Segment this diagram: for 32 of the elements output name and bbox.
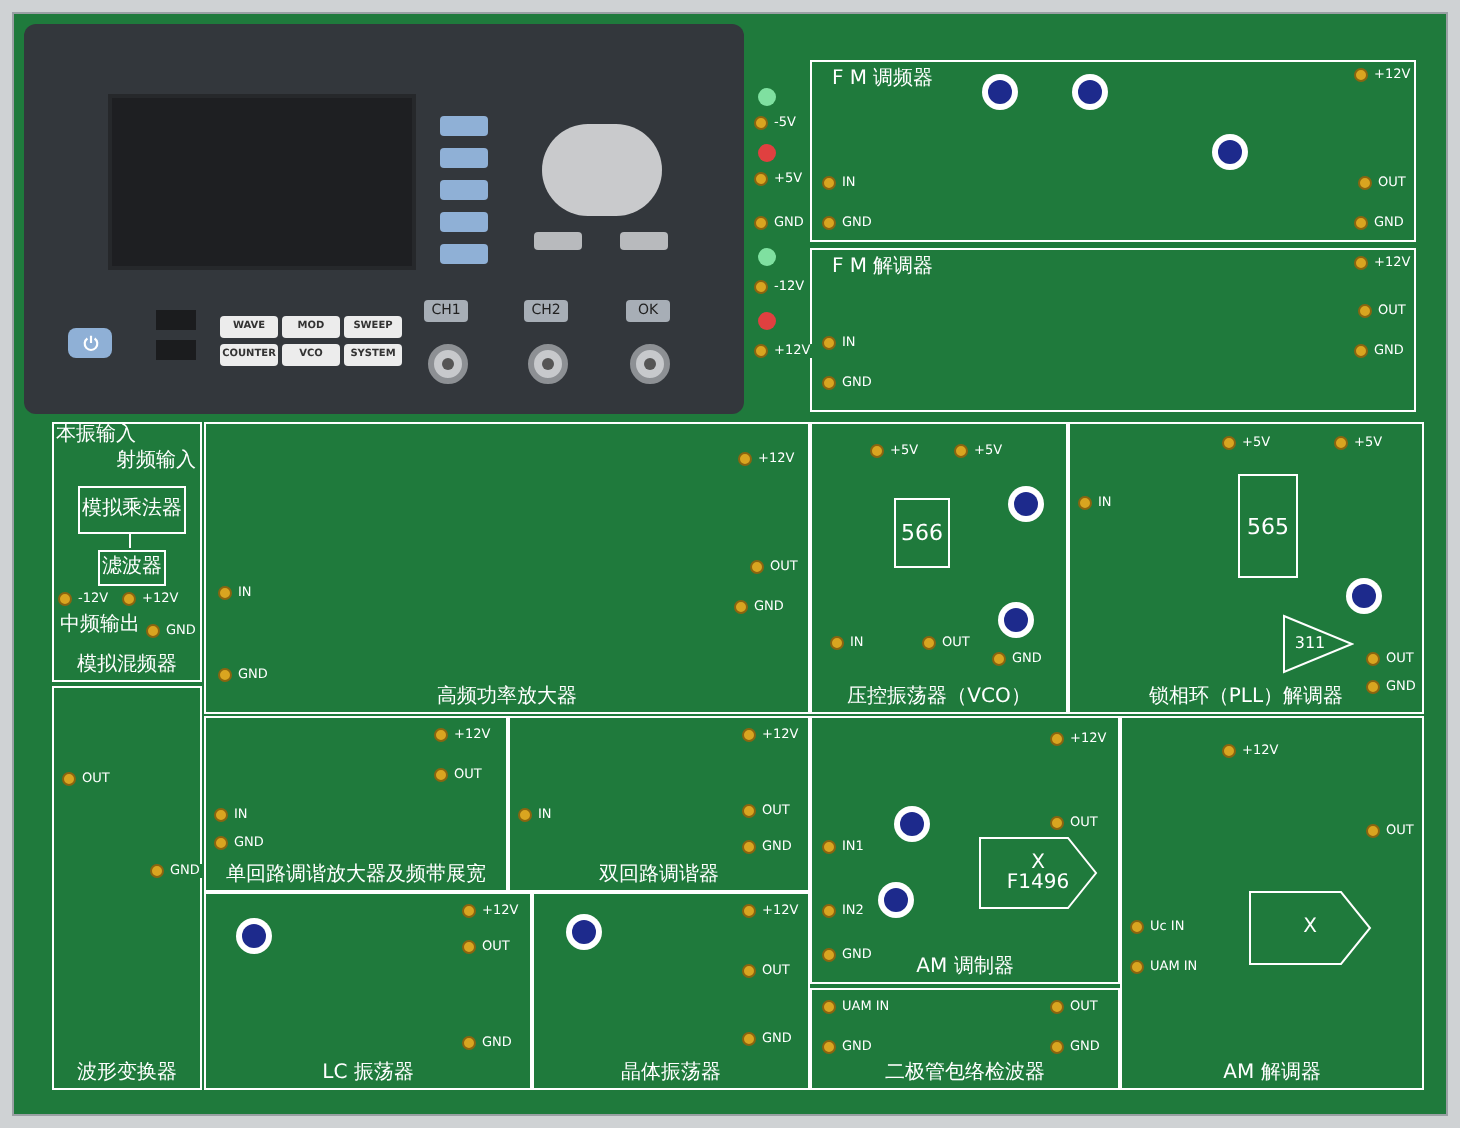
- chip-label: 模拟乘法器: [82, 500, 182, 520]
- chip-label: F1496: [1006, 873, 1070, 893]
- chip-box: [1238, 474, 1298, 578]
- multiplier-block: [978, 836, 1098, 910]
- port-label: 中频输出: [60, 616, 140, 636]
- chip-label: 565: [1247, 515, 1289, 537]
- module-title: 锁相环（PLL）解调器: [1144, 688, 1348, 708]
- module-title: F M 解调器: [828, 258, 938, 278]
- chip-box: [894, 498, 950, 568]
- chip-box: [98, 550, 166, 586]
- port-label: 本振输入: [56, 426, 136, 446]
- module-title: AM 解调器: [1219, 1064, 1325, 1084]
- module-title: 高频功率放大器: [433, 688, 581, 708]
- comparator-triangle: [1282, 614, 1354, 674]
- chip-label: X: [1303, 918, 1317, 938]
- connector-line: [129, 531, 131, 549]
- module-title: LC 振荡器: [318, 1064, 418, 1084]
- module-title: 二极管包络检波器: [881, 1064, 1049, 1084]
- chip-box: [78, 486, 186, 534]
- chip-label: X: [1031, 853, 1045, 873]
- module-title: AM 调制器: [912, 958, 1018, 978]
- port-label: 射频输入: [116, 452, 196, 472]
- chip-label: 566: [901, 522, 943, 544]
- module-title: 模拟混频器: [73, 656, 181, 676]
- module-title: 单回路调谐放大器及频带展宽: [222, 866, 490, 886]
- module-title: 晶体振荡器: [617, 1064, 725, 1084]
- module-title: 双回路调谐器: [595, 866, 723, 886]
- module-title: F M 调频器: [828, 70, 938, 90]
- chip-label: 311: [1294, 636, 1328, 652]
- module-title: 波形变换器: [73, 1064, 181, 1084]
- multiplier-block: [1248, 890, 1372, 966]
- chip-label: 滤波器: [102, 558, 162, 578]
